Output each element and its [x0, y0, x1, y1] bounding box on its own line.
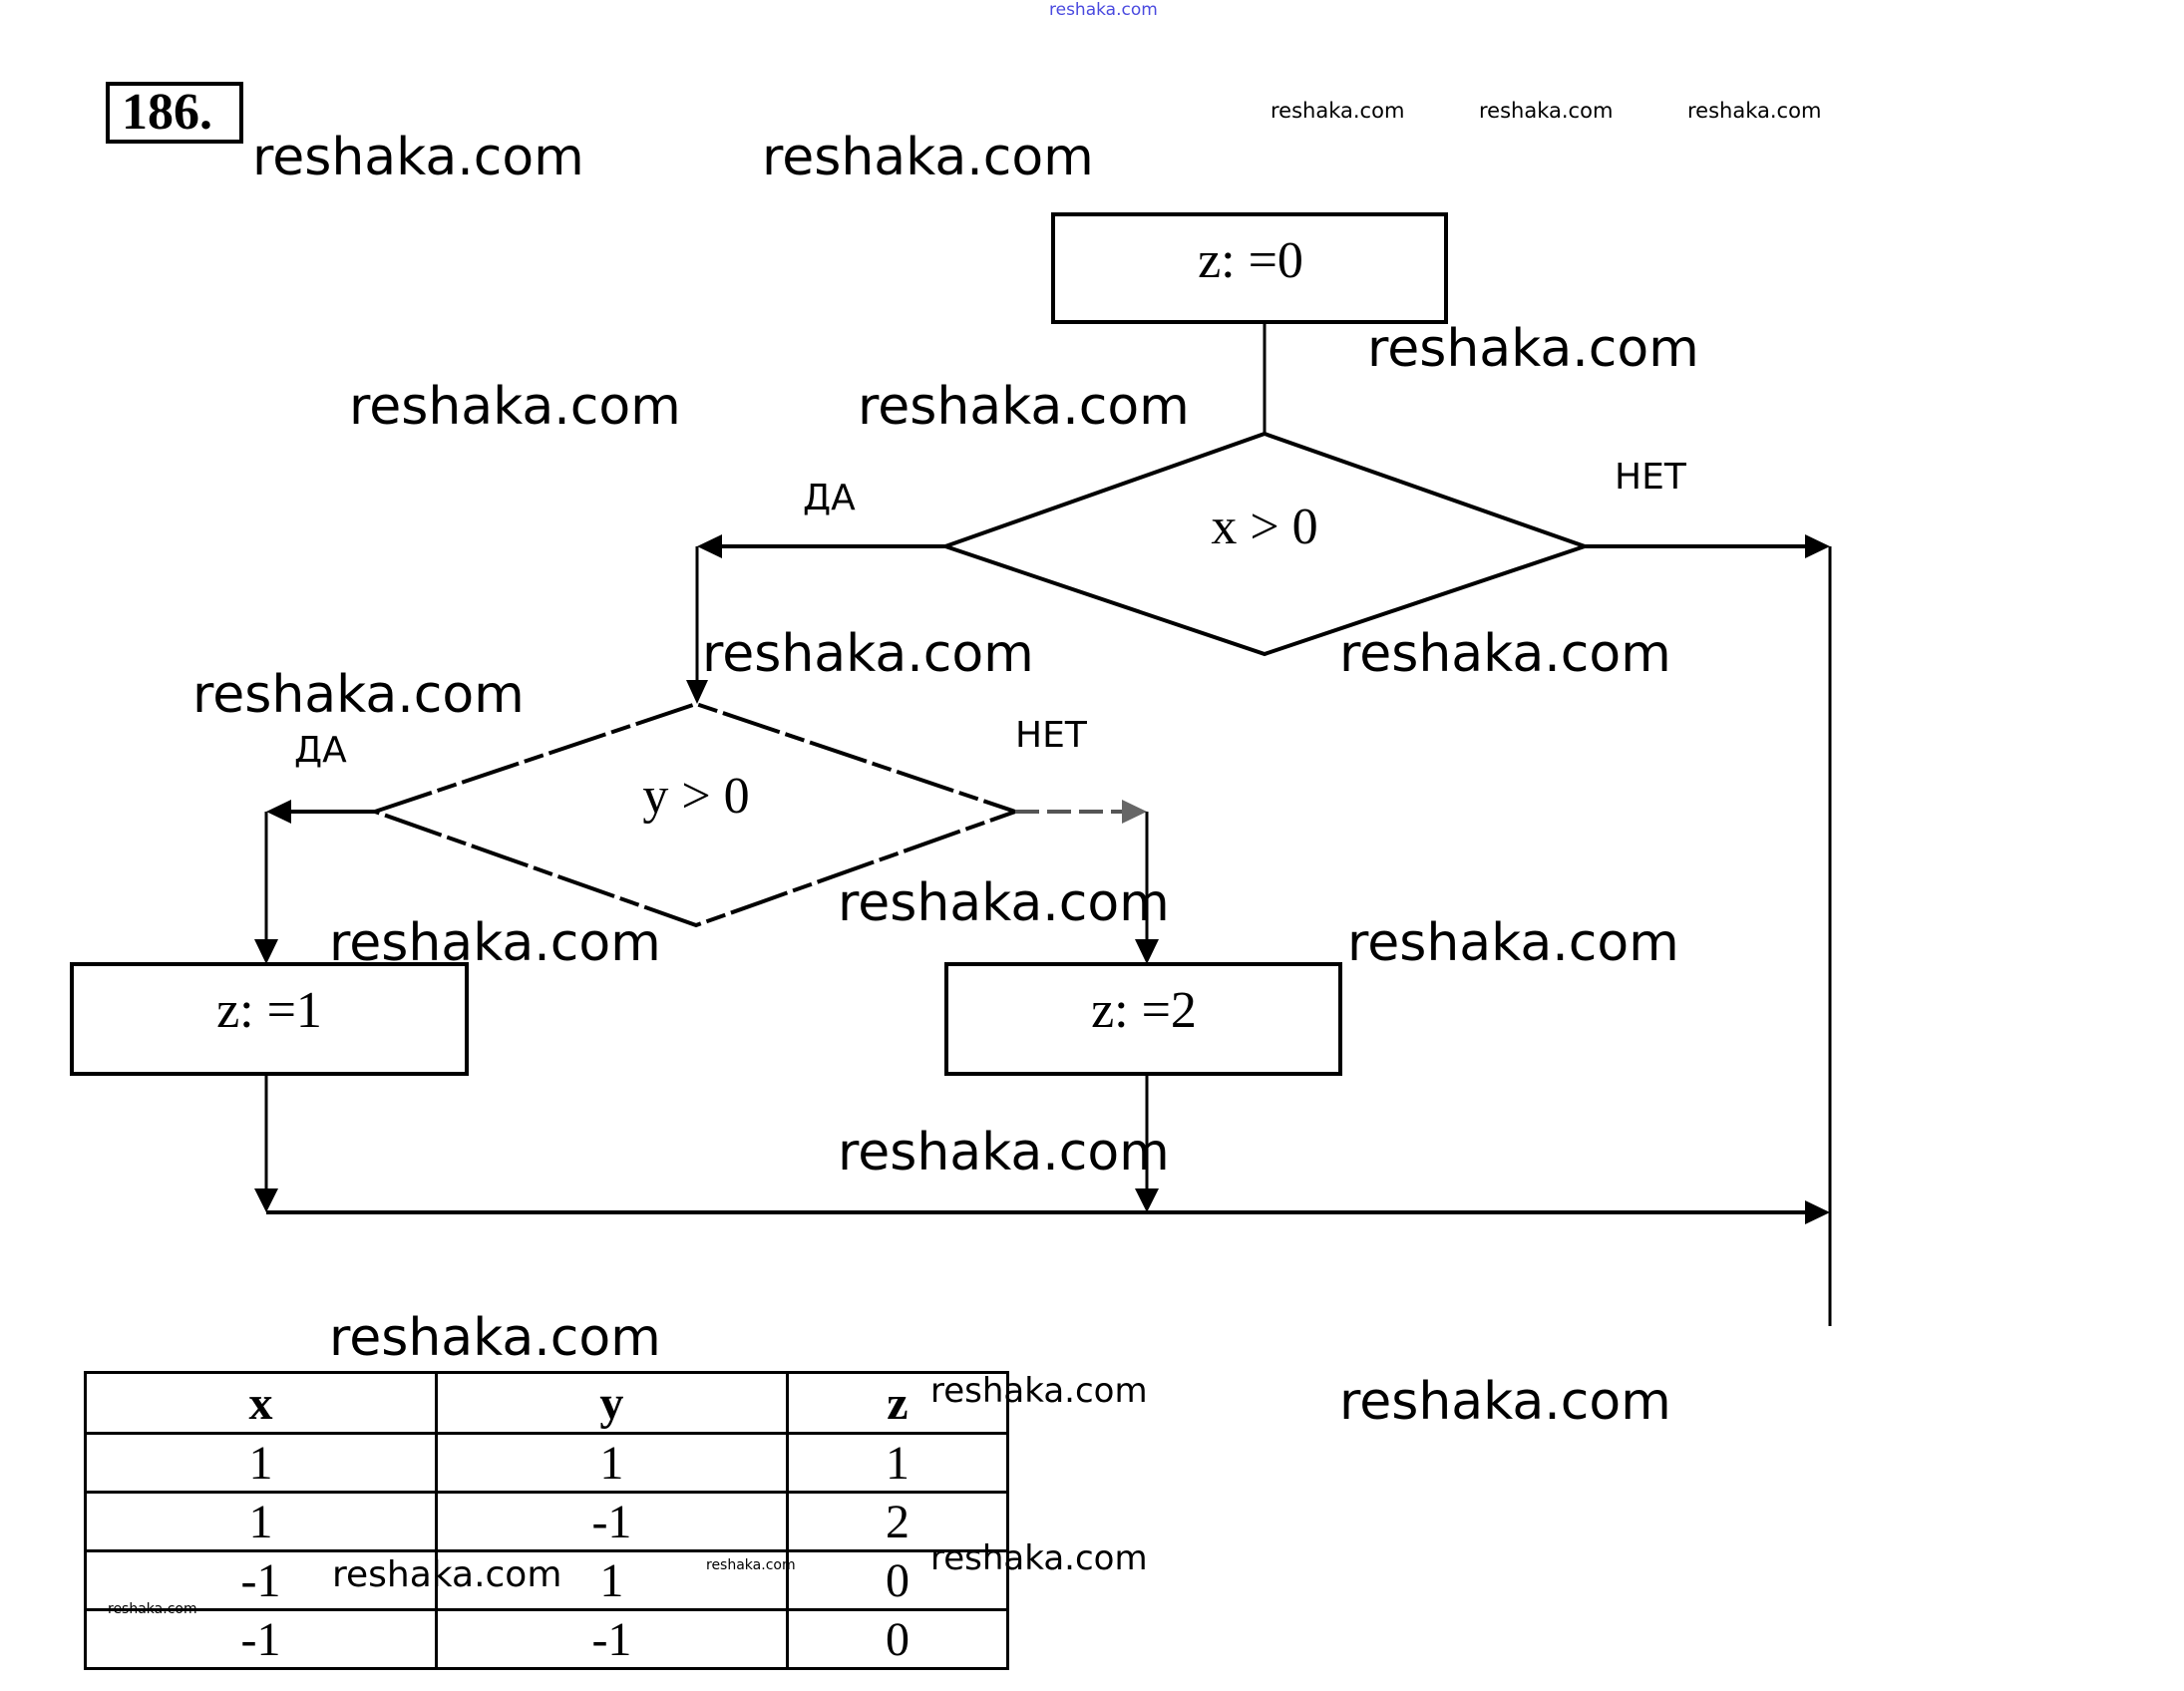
table-cell: 1	[434, 1549, 789, 1611]
table-cell: -1	[434, 1608, 789, 1670]
assign-yes-text: z: =1	[216, 982, 322, 1039]
table-cell: -1	[84, 1549, 438, 1611]
watermark: reshaka.com	[329, 1308, 661, 1368]
watermark: reshaka.com	[762, 128, 1094, 187]
table-cell: 1	[434, 1432, 789, 1494]
assign-no-out-arrowhead	[1135, 1188, 1159, 1212]
watermark: reshaka.com	[706, 1557, 796, 1573]
watermark: reshaka.com	[838, 1123, 1170, 1183]
watermark: reshaka.com	[1347, 913, 1679, 973]
assign-yes-box	[70, 962, 469, 1076]
decision2-in-arrowhead	[686, 680, 708, 704]
decision1-yes-label: ДА	[803, 478, 856, 518]
watermark-top: reshaka.com	[1049, 0, 1158, 20]
watermark: reshaka.com	[329, 913, 661, 973]
assign-no-text: z: =2	[1091, 982, 1197, 1039]
table-header-y: y	[434, 1371, 789, 1435]
table-row: 1 -1 2	[84, 1491, 1010, 1552]
table-header-z: z	[785, 1371, 1010, 1435]
watermark: reshaka.com	[1479, 99, 1614, 123]
start-node-text: z: =0	[1198, 232, 1303, 289]
decision-2-text: y > 0	[642, 768, 749, 825]
decision1-no-arrowhead	[1805, 534, 1830, 558]
assign-yes-in-arrowhead	[254, 939, 278, 964]
table-header-row: x y z	[84, 1371, 1010, 1435]
watermark: reshaka.com	[1339, 1372, 1671, 1432]
watermark: reshaka.com	[1687, 99, 1822, 123]
watermark: reshaka.com	[1339, 624, 1671, 684]
table-cell: 1	[785, 1432, 1010, 1494]
table-header-x: x	[84, 1371, 438, 1435]
table-cell: -1	[434, 1491, 789, 1552]
table-row: 1 1 1	[84, 1432, 1010, 1494]
problem-number: 186.	[106, 82, 243, 144]
watermark: reshaka.com	[192, 665, 525, 725]
watermark: reshaka.com	[930, 1371, 1148, 1411]
start-node-box	[1051, 212, 1448, 324]
watermark: reshaka.com	[332, 1554, 562, 1595]
assign-no-box	[944, 962, 1342, 1076]
table-cell: 1	[84, 1491, 438, 1552]
assign-no-in-arrowhead	[1135, 939, 1159, 964]
table-row: -1 1 0	[84, 1549, 1010, 1611]
watermark: reshaka.com	[1271, 99, 1405, 123]
watermark: reshaka.com	[108, 1601, 197, 1617]
decision2-yes-label: ДА	[294, 730, 347, 771]
table-cell: 0	[785, 1608, 1010, 1670]
decision2-yes-arrowhead	[266, 800, 291, 824]
decision2-no-label: НЕТ	[1015, 715, 1087, 756]
decision-1-text: x > 0	[1211, 499, 1317, 555]
assign-yes-out-arrowhead	[254, 1188, 278, 1212]
decision1-yes-arrowhead	[697, 534, 722, 558]
watermark: reshaka.com	[349, 377, 681, 437]
watermark: reshaka.com	[1367, 319, 1699, 379]
values-table: x y z 1 1 1 1 -1 2 -1 1 0 -1 -1 0	[84, 1371, 1010, 1670]
watermark: reshaka.com	[838, 873, 1170, 933]
watermark: reshaka.com	[252, 128, 584, 187]
table-cell: 1	[84, 1432, 438, 1494]
merge-arrowhead	[1805, 1200, 1830, 1224]
table-cell: 0	[785, 1549, 1010, 1611]
table-cell: -1	[84, 1608, 438, 1670]
decision2-no-arrowhead	[1122, 800, 1147, 824]
watermark: reshaka.com	[930, 1538, 1148, 1578]
watermark: reshaka.com	[702, 624, 1034, 684]
table-row: -1 -1 0	[84, 1608, 1010, 1670]
table-cell: 2	[785, 1491, 1010, 1552]
decision1-no-label: НЕТ	[1615, 457, 1686, 498]
watermark: reshaka.com	[858, 377, 1190, 437]
